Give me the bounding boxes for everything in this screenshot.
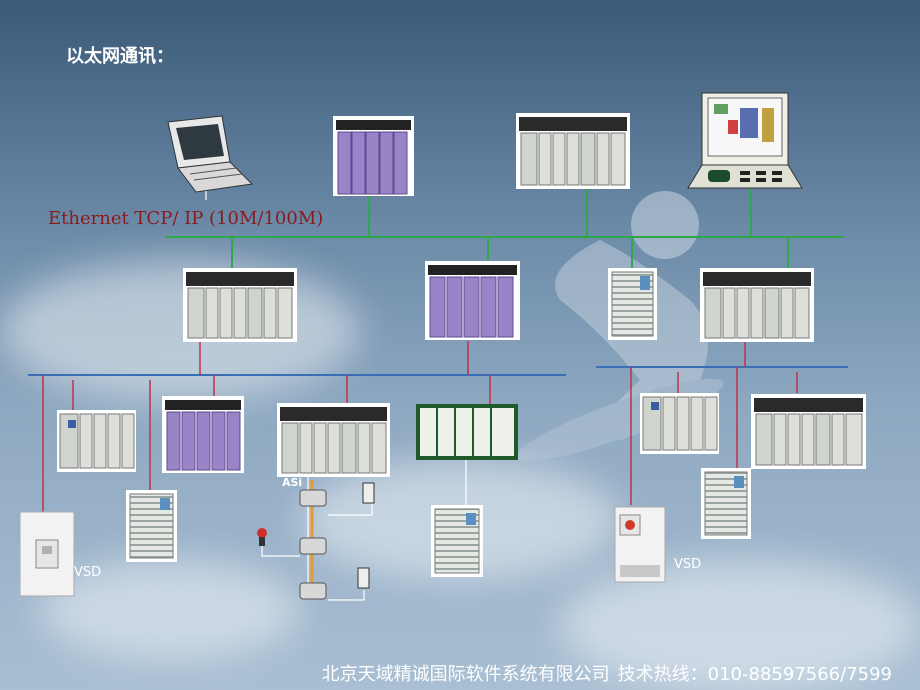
plc-rack-grey-icon (277, 403, 390, 477)
vsd-drive-icon (19, 511, 75, 597)
page-title: 以太网通讯： (66, 46, 174, 67)
operator-terminal-icon (687, 92, 803, 189)
footer-hotline: 技术热线：010-88597566/7599 (617, 664, 892, 685)
fieldbus-lines (28, 366, 848, 376)
plc-rack-purple-icon (333, 116, 414, 196)
laptop-icon (167, 115, 254, 193)
io-rack-green-icon (416, 404, 518, 460)
vsd-label-right: VSD (674, 557, 702, 572)
cloud (40, 560, 300, 660)
plc-rack-small-icon (57, 410, 136, 472)
drop-lines (42, 341, 798, 515)
ethernet-label: Ethernet TCP/ IP (10M/100M) (48, 208, 324, 229)
io-module-icon (431, 505, 483, 577)
footer-company: 北京天域精诚国际软件系统有限公司 (321, 664, 610, 685)
io-module-icon (608, 268, 657, 340)
indicator-light-icon (257, 528, 267, 546)
asi-device-icon (299, 489, 327, 600)
sensor-icon (357, 482, 375, 589)
plc-rack-grey-icon (183, 268, 297, 342)
cloud (0, 260, 360, 400)
io-module-icon (126, 490, 177, 562)
plc-rack-grey-icon (751, 394, 866, 469)
plc-rack-small-icon (640, 393, 719, 454)
io-module-icon (701, 468, 751, 539)
vsd-drive-icon (614, 506, 666, 583)
vsd-label-left: VSD (74, 565, 102, 580)
ethernet-backbone (165, 188, 843, 270)
asi-label: ASi (282, 476, 303, 489)
connector-lines (205, 178, 467, 601)
plc-rack-purple-icon (425, 261, 520, 340)
plc-rack-purple-icon (162, 396, 244, 473)
plc-rack-grey-icon (700, 268, 814, 342)
footer: 北京天域精诚国际软件系统有限公司技术热线：010-88597566/7599 (314, 660, 892, 686)
plc-rack-grey-icon (516, 113, 630, 189)
